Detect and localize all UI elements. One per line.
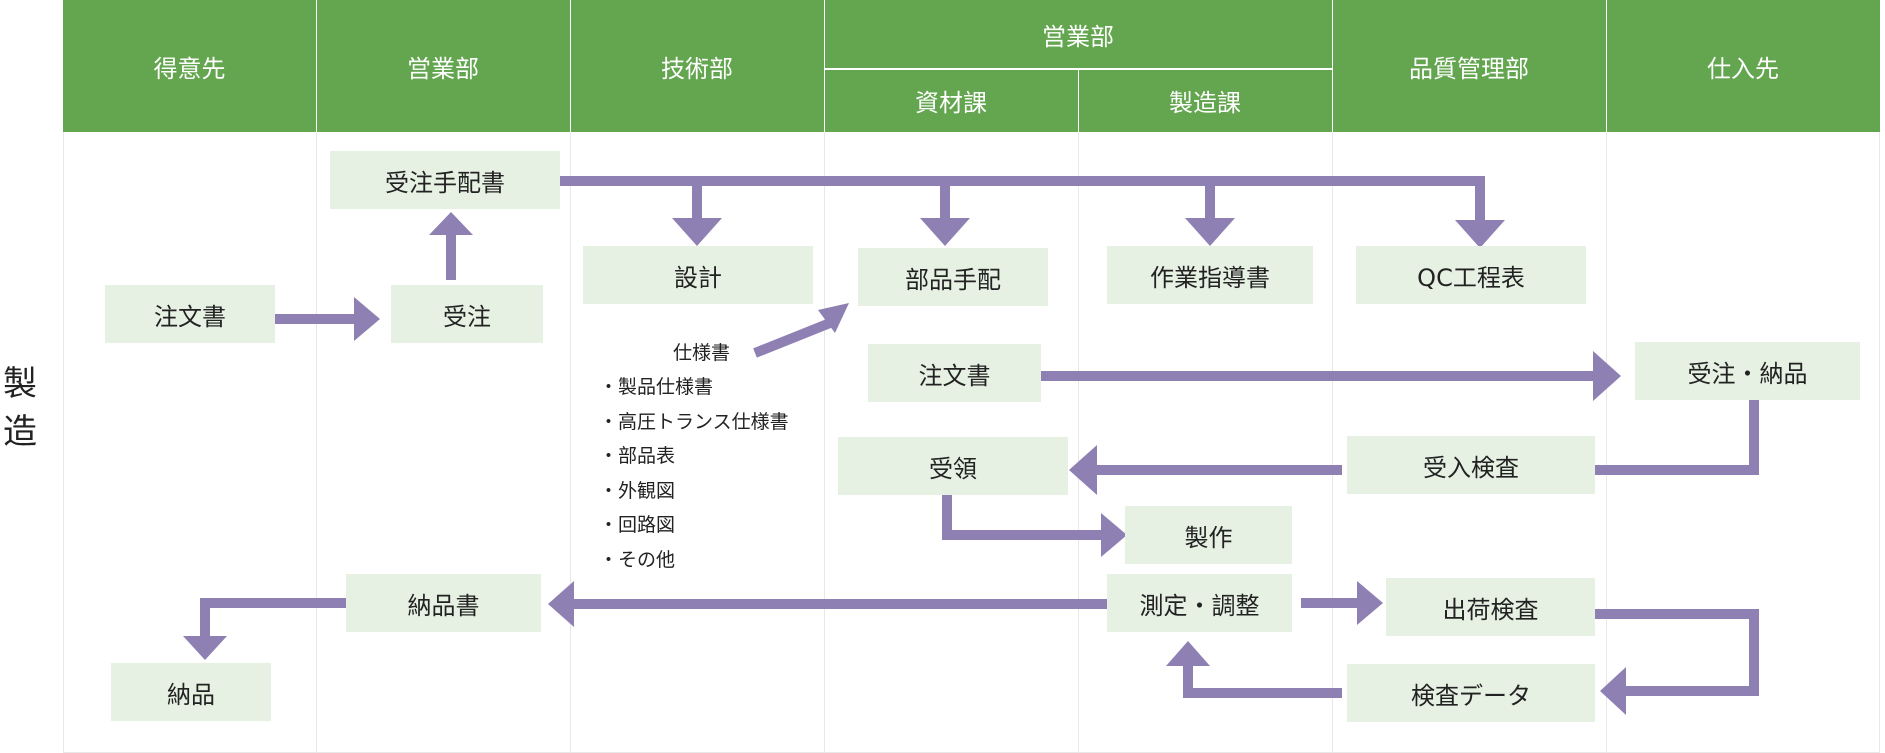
spec-note-item: ・回路図: [599, 514, 676, 536]
arrowhead-to-sekkei: [672, 218, 722, 246]
arrowhead-to-receipt: [1069, 445, 1097, 495]
header-divider: [316, 0, 317, 132]
side-label-text: 製造: [3, 364, 37, 452]
header-divider: [1078, 69, 1079, 132]
header-divider: [570, 0, 571, 132]
arrowhead-to-buhin: [920, 218, 970, 246]
flow-board: 得意先 営業部 技術部 営業部 資材課 製造課 品質管理部 仕入先: [63, 0, 1880, 753]
header-eigyo-1: 営業部: [316, 0, 570, 132]
arrowhead-to-sokutei: [1166, 641, 1210, 666]
box-juchu-tehaisho: 受注手配書: [330, 151, 560, 209]
box-shukka-kensa: 出荷検査: [1386, 578, 1595, 636]
lane-divider: [1332, 132, 1333, 753]
box-chumonsho-customer: 注文書: [105, 285, 275, 343]
lane-divider: [824, 132, 825, 753]
arrow-line-receipt-to-seisaku: [942, 495, 1106, 540]
box-seisaku: 製作: [1125, 506, 1292, 564]
box-qc-koteihyo: QC工程表: [1356, 246, 1586, 304]
header-divider: [1606, 0, 1607, 132]
arrow-line-supplier-down: [1595, 400, 1759, 475]
header-shiiresaki: 仕入先: [1606, 0, 1880, 132]
arrow-line-invoice-to-nohin: [200, 598, 346, 638]
spec-notes-title: 仕様書: [673, 342, 731, 364]
arrowhead-to-supplier: [1593, 351, 1621, 401]
box-sokutei-chosei: 測定・調整: [1107, 574, 1292, 632]
header-divider: [824, 0, 825, 132]
box-juryo: 受領: [838, 437, 1068, 495]
arrowhead-to-nohinsho: [548, 581, 574, 627]
header-shizai: 資材課: [824, 69, 1078, 132]
arrowhead-to-seisaku: [1101, 513, 1127, 557]
header-hinshitsu: 品質管理部: [1332, 0, 1606, 132]
lane-divider: [1078, 132, 1079, 753]
arrowhead-to-sagyo: [1185, 218, 1235, 246]
spec-note-item: ・外観図: [599, 479, 676, 502]
box-juchu: 受注: [391, 285, 543, 343]
arrowhead-to-qc: [1455, 220, 1505, 248]
lane-divider: [1879, 132, 1880, 753]
arrowhead-to-kensa-data: [1600, 667, 1626, 715]
header-seizo: 製造課: [1078, 69, 1332, 132]
lane-divider: [570, 132, 571, 753]
header-tokuisaki: 得意先: [63, 0, 316, 132]
arrow-line-spec-to-buhin: [753, 316, 837, 358]
header-eigyo-2: 営業部: [824, 0, 1332, 69]
box-sekkei: 設計: [583, 246, 813, 304]
box-nohin: 納品: [111, 663, 271, 721]
arrowhead-to-nohin: [183, 636, 227, 660]
box-sagyo-shidosho: 作業指導書: [1107, 246, 1313, 304]
box-juchu-nohin: 受注・納品: [1635, 342, 1860, 400]
header-subdivider: [824, 68, 1332, 70]
header-divider: [1332, 0, 1333, 132]
spec-note-item: ・その他: [599, 548, 676, 571]
header-gijutsu: 技術部: [570, 0, 824, 132]
box-nohinsho: 納品書: [346, 574, 541, 632]
box-buhin-tehai: 部品手配: [858, 248, 1048, 306]
process-stage-label: 製造: [0, 360, 40, 456]
spec-note-item: ・高圧トランス仕様書: [599, 410, 789, 433]
box-kensa-data: 検査データ: [1347, 664, 1595, 722]
arrow-line-ship-to-data: [1595, 609, 1759, 696]
arrowhead-to-buhin-tehai: [818, 303, 849, 333]
lane-divider: [63, 132, 64, 753]
arrow-line-distribution: [560, 176, 1485, 220]
flow-arrows: [183, 176, 1759, 715]
spec-note-item: ・部品表: [599, 445, 676, 467]
box-ukeire-kensa: 受入検査: [1347, 436, 1595, 494]
spec-notes-list: ・製品仕様書 ・高圧トランス仕様書 ・部品表 ・外観図 ・回路図 ・その他: [599, 370, 789, 577]
arrowhead-to-juchu: [354, 297, 380, 341]
arrow-line-data-to-measure: [1183, 660, 1342, 698]
lane-divider: [316, 132, 317, 753]
arrowhead-to-shukka: [1357, 581, 1383, 625]
box-chumonsho-supplier: 注文書: [868, 344, 1041, 402]
lane-divider: [1606, 132, 1607, 753]
spec-note-item: ・製品仕様書: [599, 376, 714, 398]
arrowhead-to-juchu-tehaisho: [429, 212, 473, 235]
